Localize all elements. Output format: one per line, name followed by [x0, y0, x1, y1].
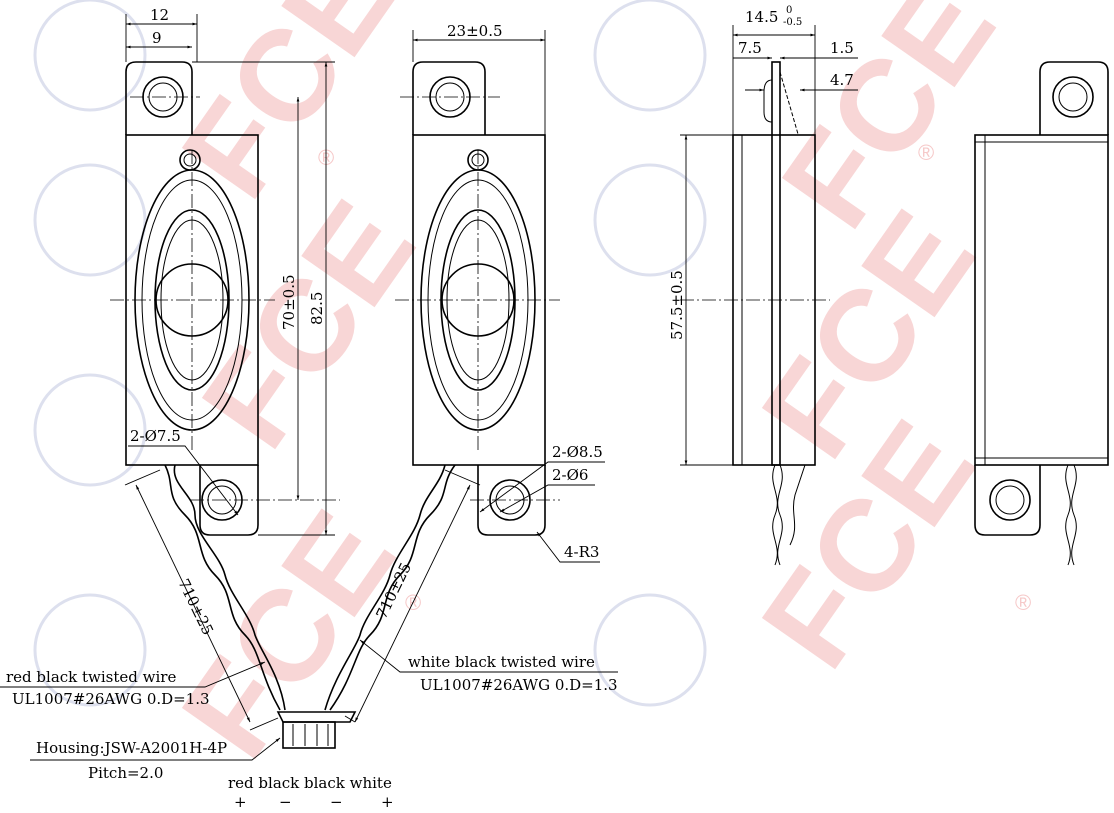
left-wire-length: 710±25 [174, 576, 217, 638]
connector-housing: Housing:JSW-A2001H-4P Pitch=2.0 red blac… [30, 711, 394, 811]
watermark-registered-2: ® [918, 140, 934, 165]
watermark-registered-4: ® [1015, 590, 1031, 615]
hole-inner-callout: 2-Ø6 [552, 466, 588, 484]
depth-tolerance-upper: 0 [786, 5, 792, 16]
side-view: 14.5 0 -0.5 7.5 1.5 4.7 57.5±0.5 [668, 5, 858, 566]
mount-hole-callout: 2-Ø7.5 [130, 427, 181, 445]
left-wire-spec: UL1007#26AWG 0.D=1.3 [12, 690, 210, 708]
pin-colors-label: red black black white [228, 774, 392, 792]
watermark-brand-5: FCE [734, 396, 1003, 693]
polarity-2: − [279, 793, 292, 811]
hole-spacing-dimension: 70±0.5 [280, 274, 298, 330]
body-length-dimension: 57.5±0.5 [668, 270, 686, 340]
right-wire-label: white black twisted wire [408, 653, 595, 671]
rear-view: 23±0.5 2-Ø8.5 2-Ø6 4-R3 [395, 22, 605, 563]
width-inner-dimension: 9 [152, 29, 162, 47]
width-outer-dimension: 12 [150, 6, 169, 24]
polarity-4: + [381, 793, 394, 811]
rear-width-dimension: 23±0.5 [447, 22, 503, 40]
depth-dimension: 14.5 [745, 8, 778, 26]
depth-tolerance-lower: -0.5 [783, 17, 802, 28]
polarity-3: − [330, 793, 343, 811]
overall-length-dimension: 82.5 [308, 292, 326, 325]
dim-b: 1.5 [830, 39, 854, 57]
pitch-label: Pitch=2.0 [88, 764, 163, 782]
watermark-logo-icon [33, 0, 707, 707]
corner-radius-callout: 4-R3 [564, 543, 599, 561]
hole-outer-callout: 2-Ø8.5 [552, 443, 603, 461]
back-view [974, 61, 1109, 566]
dim-a: 7.5 [738, 39, 762, 57]
watermark-brand-6: FCE [154, 486, 423, 783]
dim-c: 4.7 [830, 71, 854, 89]
watermark-brand-1: FCE [154, 0, 423, 222]
housing-label: Housing:JSW-A2001H-4P [36, 739, 227, 757]
polarity-1: + [234, 793, 247, 811]
left-wire-label: red black twisted wire [6, 668, 176, 686]
right-wire-spec: UL1007#26AWG 0.D=1.3 [420, 676, 618, 694]
